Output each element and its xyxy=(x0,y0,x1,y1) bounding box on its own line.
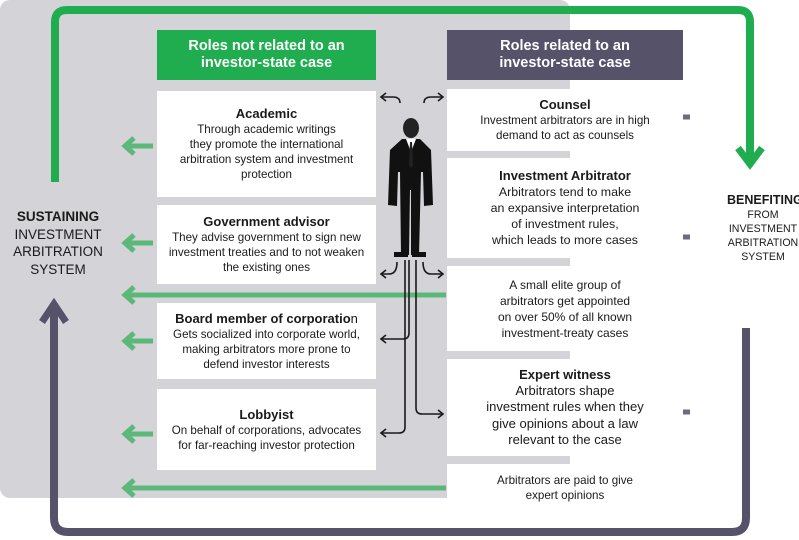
box-lobbyist-text: On behalf of corporations, advocates for… xyxy=(171,423,362,452)
box-elite-group: A small elite group of arbitrators get a… xyxy=(447,266,683,351)
box-counsel-text: Investment arbitrators are in high deman… xyxy=(480,114,650,142)
header-not-related: Roles not related to an investor-state c… xyxy=(157,30,376,80)
box-board-member-title-bold: Board member of corporatio xyxy=(175,310,351,326)
benefiting-line-1: FROM xyxy=(747,209,779,221)
box-academic: Academic Through academic writings they … xyxy=(157,91,376,197)
box-board-member-title-tail: n xyxy=(350,310,358,326)
box-board-member-text: Gets socialized into corporate world, ma… xyxy=(173,327,360,371)
box-paid-opinions: Arbitrators are paid to give expert opin… xyxy=(447,464,683,512)
box-counsel-title: Counsel xyxy=(539,97,591,112)
header-not-related-label: Roles not related to an investor-state c… xyxy=(188,38,345,71)
box-academic-text: Through academic writings they promote t… xyxy=(179,123,354,181)
businessman-icon xyxy=(388,118,433,257)
box-investment-arbitrator-title: Investment Arbitrator xyxy=(499,168,631,183)
box-board-member-title: Board member of corporation xyxy=(175,311,358,327)
bottom-loop-arrowhead-icon xyxy=(39,297,69,324)
box-government-advisor-title: Government advisor xyxy=(203,214,330,229)
sustaining-line-2: ARBITRATION xyxy=(13,244,103,259)
benefiting-title: BENEFITING xyxy=(727,193,799,207)
box-expert-witness: Expert witness Arbitrators shape investm… xyxy=(447,359,683,456)
benefiting-line-2: INVESTMENT xyxy=(728,223,798,235)
box-counsel: Counsel Investment arbitrators are in hi… xyxy=(447,89,683,151)
benefiting-line-3: ARBITRATION xyxy=(727,237,799,249)
top-loop-arrow xyxy=(51,6,754,182)
sustaining-line-1: INVESTMENT xyxy=(14,226,102,242)
benefiting-line-4: SYSTEM xyxy=(741,251,785,263)
box-elite-group-text: A small elite group of arbitrators get a… xyxy=(497,277,633,340)
box-board-member: Board member of corporation Gets sociali… xyxy=(157,303,376,379)
box-lobbyist-title: Lobbyist xyxy=(239,406,294,422)
box-academic-title: Academic xyxy=(235,106,298,121)
bottom-loop-arrow xyxy=(50,308,750,536)
box-government-advisor: Government advisor They advise governmen… xyxy=(157,205,376,284)
header-related-label: Roles related to an investor-state case xyxy=(499,38,631,71)
box-expert-witness-text: Arbitrators shape investment rules when … xyxy=(486,382,644,448)
box-paid-opinions-text: Arbitrators are paid to give expert opin… xyxy=(497,474,633,502)
header-related: Roles related to an investor-state case xyxy=(447,30,683,80)
box-investment-arbitrator-text: Arbitrators tend to make an expansive in… xyxy=(490,185,640,247)
sustaining-line-3: SYSTEM xyxy=(30,261,86,277)
box-investment-arbitrator: Investment Arbitrator Arbitrators tend t… xyxy=(447,158,683,258)
benefiting-label: BENEFITING FROM INVESTMENT ARBITRATION S… xyxy=(727,192,799,264)
sustaining-title: SUSTAINING xyxy=(16,209,100,224)
sustaining-label: SUSTAINING INVESTMENT ARBITRATION SYSTEM xyxy=(0,208,116,278)
box-lobbyist: Lobbyist On behalf of corporations, advo… xyxy=(157,389,376,470)
box-expert-witness-title: Expert witness xyxy=(519,366,611,382)
box-government-advisor-text: They advise government to sign new inves… xyxy=(168,231,365,274)
top-loop-arrowhead-icon xyxy=(735,145,765,170)
